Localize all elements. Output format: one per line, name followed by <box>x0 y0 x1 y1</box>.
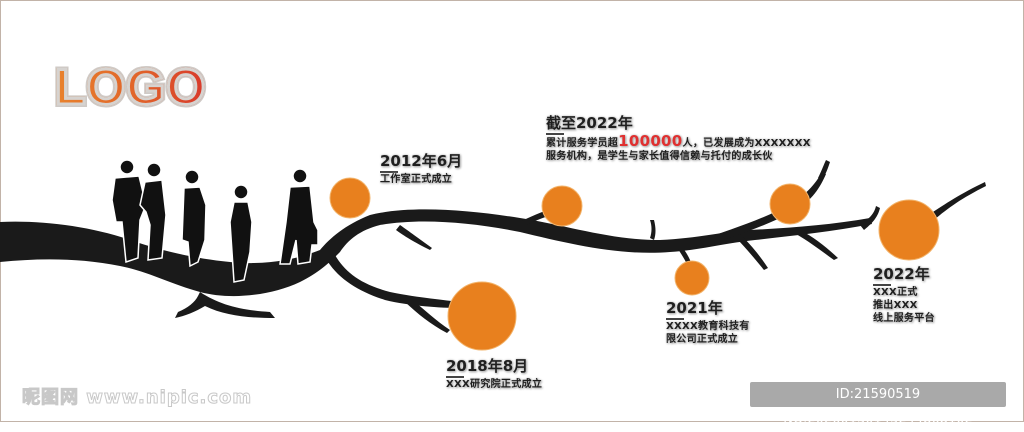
milestone-desc: 工作室正式成立 <box>380 174 453 185</box>
milestone-desc-line: 限公司正式成立 <box>666 334 739 345</box>
milestone-2022: 2022年 XXX正式 推出XXX 线上服务平台 <box>873 265 935 325</box>
circle-summit-2022 <box>541 185 583 227</box>
student-count-highlight: 100000 <box>618 132 683 150</box>
person-silhouette <box>181 169 207 268</box>
milestone-desc: XXX研究院正式成立 <box>446 379 543 390</box>
watermark-site: 昵图网 www.nipic.com <box>21 387 253 409</box>
tree-illustration <box>0 159 986 351</box>
milestone-desc-line1: 累计服务学员超100000人，已发展成为XXXXXXX <box>546 132 811 150</box>
person-silhouette <box>229 184 253 283</box>
milestone-desc-line2: 服务机构，是学生与家长值得信赖与托付的成长伙 <box>546 151 773 162</box>
milestone-title: 2022年 <box>873 265 935 286</box>
circle-2018 <box>447 281 517 351</box>
person-silhouette <box>139 162 167 261</box>
circle-branch-tip <box>769 183 811 225</box>
milestone-2012: 2012年6月 工作室正式成立 <box>380 152 462 186</box>
milestone-desc-line: 线上服务平台 <box>873 313 935 324</box>
milestone-desc-line: XXX正式 <box>873 287 918 298</box>
milestone-title: 2012年6月 <box>380 152 462 173</box>
poster-frame <box>0 0 1024 422</box>
milestone-desc-line: XXXX教育科技有 <box>666 321 750 332</box>
milestone-title: 截至2022年 <box>546 114 811 135</box>
milestone-2018: 2018年8月 XXX研究院正式成立 <box>446 357 542 391</box>
desc-suffix: 人，已发展成为XXXXXXX <box>682 138 811 149</box>
person-silhouette <box>279 168 319 265</box>
milestone-title: 2021年 <box>666 299 750 320</box>
milestone-title: 2018年8月 <box>446 357 542 378</box>
circle-2012 <box>329 177 371 219</box>
circle-2022 <box>878 199 940 261</box>
watermark-id: ID:21590519 NO:20260130143244868102 <box>750 382 1006 427</box>
logo-outline: LOGO <box>52 59 208 115</box>
person-silhouette <box>111 159 147 264</box>
logo: LOGO <box>53 59 207 115</box>
people-silhouettes <box>111 159 319 283</box>
circle-2021 <box>674 260 710 296</box>
milestone-summary-2022: 截至2022年 累计服务学员超100000人，已发展成为XXXXXXX 服务机构… <box>546 114 811 163</box>
milestone-circles <box>329 177 940 351</box>
milestone-2021: 2021年 XXXX教育科技有 限公司正式成立 <box>666 299 750 346</box>
milestone-desc-line: 推出XXX <box>873 300 918 311</box>
desc-prefix: 累计服务学员超 <box>546 138 619 149</box>
